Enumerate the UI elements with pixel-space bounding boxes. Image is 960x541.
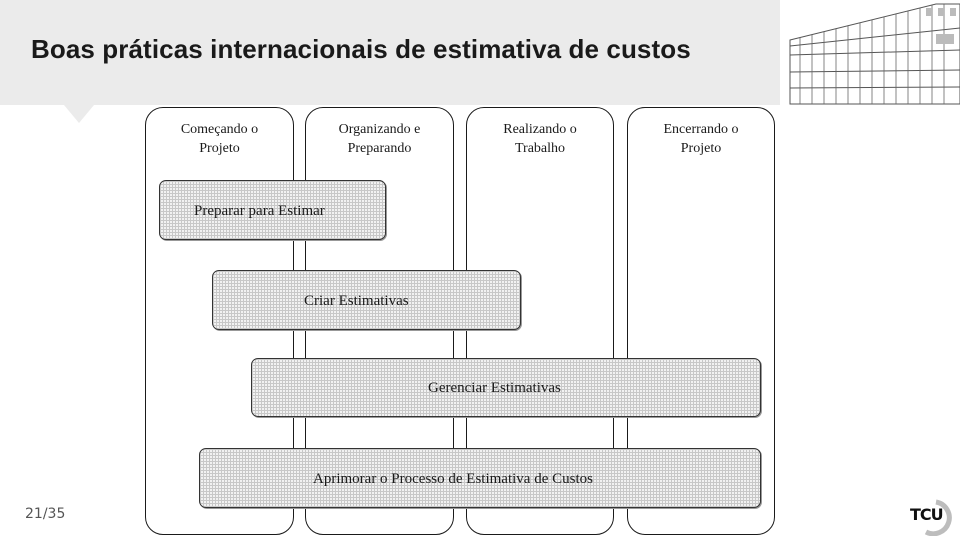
building-sketch-icon bbox=[789, 3, 960, 105]
logo-text: TCU bbox=[910, 505, 944, 524]
phase-label-organizing: Organizando e Preparando bbox=[338, 122, 421, 156]
page-title: Boas práticas internacionais de estimati… bbox=[31, 34, 691, 64]
page-number: 21/35 bbox=[25, 506, 66, 522]
header-band bbox=[0, 0, 780, 105]
process-prepare-to-estimate bbox=[159, 180, 386, 240]
process-create-estimates bbox=[212, 270, 521, 330]
phase-label-closing: Encerrando o Projeto bbox=[663, 122, 739, 156]
process-label-create: Criar Estimativas bbox=[304, 293, 409, 309]
process-label-manage: Gerenciar Estimativas bbox=[428, 380, 561, 396]
header-pointer bbox=[64, 105, 94, 123]
process-label-prepare: Preparar para Estimar bbox=[194, 203, 325, 219]
tcu-logo-icon: TCU bbox=[906, 496, 954, 537]
process-manage-estimates bbox=[251, 358, 761, 417]
process-improve-estimating bbox=[199, 448, 761, 508]
phase-label-performing: Realizando o Trabalho bbox=[503, 122, 577, 156]
phase-label-starting: Começando o Projeto bbox=[180, 122, 259, 156]
process-label-improve: Aprimorar o Processo de Estimativa de Cu… bbox=[313, 471, 593, 487]
